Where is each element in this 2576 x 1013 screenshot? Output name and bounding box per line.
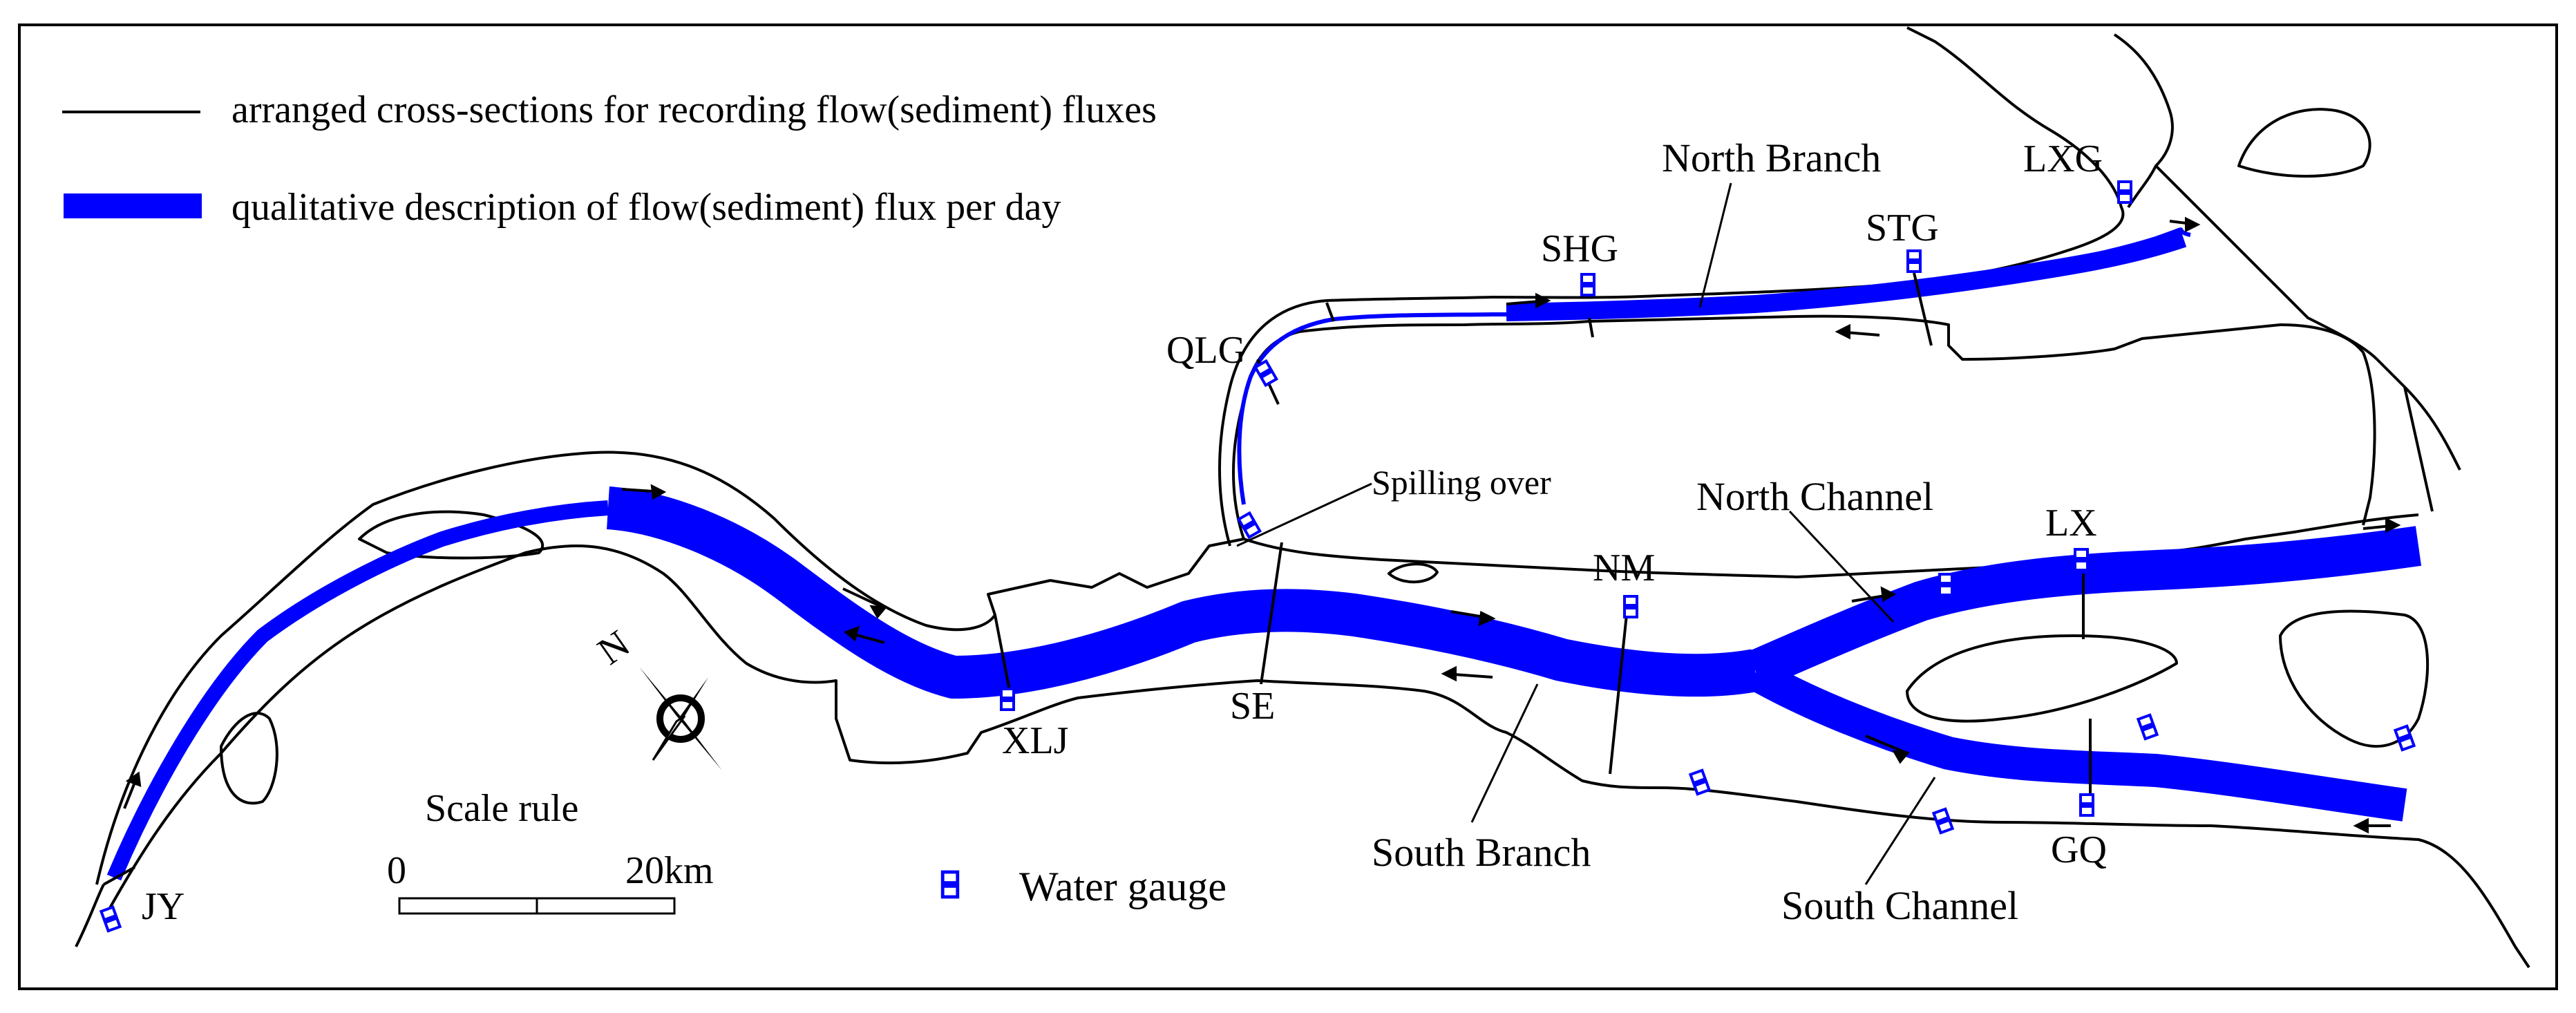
reach-label-north-channel: North Channel [1696,474,1933,519]
leader-lines [1236,182,1936,885]
station-label-nm: NM [1593,547,1655,589]
cross-section-se [1260,542,1283,685]
flow-arrows [123,216,2401,834]
water-gauge-icon [1932,807,1954,835]
flux-band-south-branch [606,486,1759,699]
flux-band-upstream [106,500,609,881]
legend-flux-label: qualitative description of flow(sediment… [231,186,1061,229]
leader-south-branch [1470,683,1539,823]
station-label-xlj: XLJ [1002,719,1068,762]
flux-band-south-channel [1747,659,2407,822]
station-label-stg: STG [1866,207,1939,249]
scale-rule: Scale rule 0 20km [387,787,714,915]
cross-sections [103,272,2092,886]
leader-south-channel [1864,777,1936,885]
water-gauge-icon [1623,595,1638,618]
station-label-jy: JY [142,885,184,928]
legend-gauge: Water gauge [943,864,1227,909]
legend-cross-section-label: arranged cross-sections for recording fl… [231,88,1157,131]
flux-band-north-branch-main [1506,229,2187,321]
water-gauge-icon [100,905,122,933]
station-label-lxg: LXG [2023,138,2103,180]
station-labels: JY XLJ SE QLG SHG STG LXG NM LX GQ [142,138,2107,928]
cross-section-shg [1588,317,1594,338]
water-gauge-icon [1000,688,1015,711]
reach-label-south-channel: South Channel [1781,883,2018,928]
reach-labels: North Branch Spilling over North Channel… [1372,135,2018,928]
map-frame [18,23,2558,990]
cross-section-stg [1913,272,1933,346]
water-gauge-icon [2074,548,2089,571]
scale-title: Scale rule [425,787,578,830]
water-gauge-icon [1938,573,1953,596]
legend-gauge-label: Water gauge [1019,864,1227,909]
compass-north-label: N [590,622,638,673]
water-gauge-icon [2137,713,2159,741]
water-gauge-icon [1906,249,1922,273]
water-gauge-icon [2079,793,2094,817]
legend: arranged cross-sections for recording fl… [62,88,1157,229]
reach-label-north-branch: North Branch [1662,135,1881,180]
cross-section-upstream [1325,302,1335,322]
scale-start-label: 0 [387,849,406,892]
water-gauge-icon [1580,273,1595,296]
station-label-gq: GQ [2051,829,2107,871]
cross-section-jy [103,866,135,886]
water-gauge-icon [1253,359,1278,387]
scale-end-label: 20km [625,849,714,892]
station-label-se: SE [1230,685,1275,728]
water-gauge-icon [2117,180,2132,204]
reach-label-south-branch: South Branch [1372,830,1591,875]
station-label-lx: LX [2045,502,2097,545]
leader-north-branch [1698,182,1732,308]
flux-bands [106,227,2422,881]
station-label-qlg: QLG [1166,329,1246,372]
leader-north-channel [1788,510,1895,623]
water-gauge-icon [943,872,958,897]
legend-flux-swatch [64,193,202,218]
leader-spilling-over [1236,482,1372,547]
flux-band-north-channel [1747,526,2422,689]
station-label-shg: SHG [1541,227,1618,270]
reach-label-spilling-over: Spilling over [1372,463,1551,502]
cross-section-nm [1609,607,1629,775]
compass-icon: N [590,622,722,770]
